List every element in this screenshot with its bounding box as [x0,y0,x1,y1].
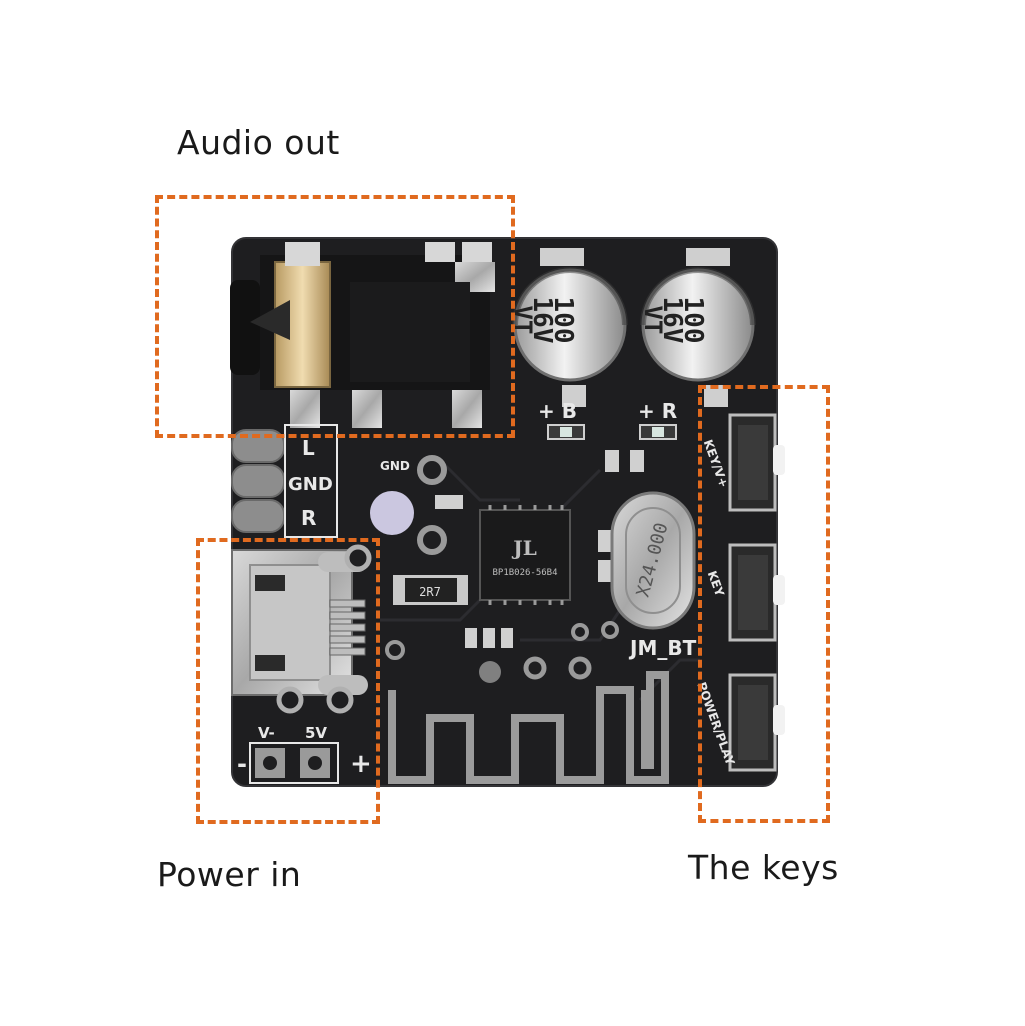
cap-right-voltage: 16V [657,297,687,344]
capacitor-right [640,248,756,407]
chip-logo: JL [511,536,537,560]
label-5v: 5V [305,724,327,742]
resistor-label: 2R7 [419,585,441,599]
label-gnd-small: GND [380,459,410,473]
micro-usb-connector [231,544,372,714]
keys-callout-box [698,385,830,823]
bluetooth-chip: JL BP1B026-56B4 [479,505,571,605]
pcb-antenna [388,671,669,784]
cap-right-value: 100 [678,297,708,344]
speaker-pads [231,424,338,538]
label-r: R [301,506,316,530]
power-in-label: Power in [157,855,302,894]
tactile-key-3 [728,673,785,772]
label-l: L [302,436,315,460]
chip-part: BP1B026-56B4 [492,568,557,578]
audio-out-label: Audio out [177,123,340,162]
label-plus-b: + B [538,399,577,423]
label-plus: + [350,749,372,779]
crystal-oscillator: X24.000 [610,491,696,630]
the-keys-label: The keys [688,848,839,887]
cap-right-series: VT [639,306,667,335]
label-plus-r: + R [638,399,677,423]
label-minus: - [237,750,247,778]
capacitor-left [512,248,628,407]
cap-left-voltage: 16V [527,297,557,344]
tactile-key-2 [728,543,785,642]
audio-jack [230,242,495,428]
label-gnd: GND [288,474,333,495]
power-in-callout-box [196,538,380,824]
power-pads [249,742,339,784]
audio-out-callout-box [155,195,515,438]
label-v-minus: V- [258,724,275,742]
cap-left-value: 100 [548,297,578,344]
tactile-key-1 [728,413,785,512]
module-name: JM_BT [628,636,697,660]
